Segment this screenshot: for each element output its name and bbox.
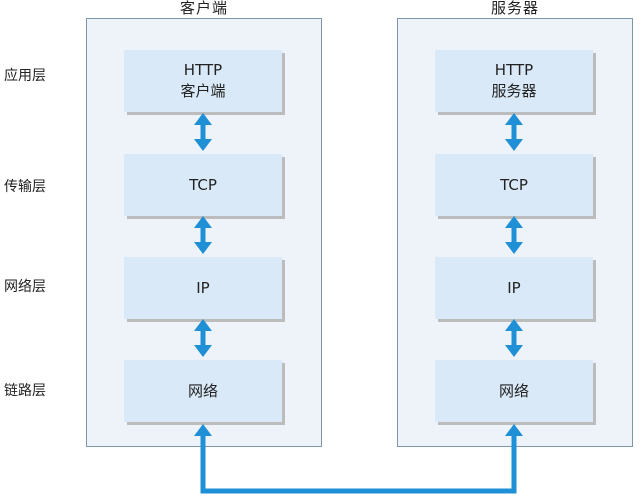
server-network-label: IP (507, 278, 521, 297)
client-application-box: HTTP 客户端 (124, 50, 282, 112)
link-connection-head-server (505, 424, 523, 436)
client-link-label: 网络 (187, 381, 218, 400)
client-application-role: 客户端 (180, 82, 226, 100)
link-connection-line (200, 434, 517, 494)
server-arrow-app-transport-head-up (505, 113, 523, 125)
client-arrow-transport-network-head-up (194, 216, 212, 228)
layer-label-transport: 传输层 (4, 179, 46, 195)
client-transport-label: TCP (189, 175, 217, 194)
server-title: 服务器 (490, 0, 539, 17)
server-transport-label: TCP (500, 175, 528, 194)
client-application-protocol: HTTP (183, 61, 223, 79)
layer-label-application: 应用层 (4, 68, 46, 84)
server-network-box: IP (435, 257, 593, 319)
link-connection-head-client (194, 424, 212, 436)
server-transport-box: TCP (435, 154, 593, 216)
client-arrow-app-transport-head-up (194, 113, 212, 125)
server-arrow-network-link-head-up (505, 319, 523, 331)
client-link-box: 网络 (124, 360, 282, 422)
server-arrow-network-link-head-down (505, 345, 523, 357)
server-application-protocol: HTTP (494, 61, 534, 79)
server-application-role: 服务器 (491, 82, 537, 100)
client-network-box: IP (124, 257, 282, 319)
layer-label-network: 网络层 (4, 279, 46, 295)
server-arrow-app-transport-head-down (505, 139, 523, 151)
client-arrow-network-link-head-up (194, 319, 212, 331)
client-arrow-transport-network-head-down (194, 242, 212, 254)
server-arrow-transport-network-head-up (505, 216, 523, 228)
layer-label-link: 链路层 (4, 383, 46, 399)
server-link-box: 网络 (435, 360, 593, 422)
server-arrow-transport-network-head-down (505, 242, 523, 254)
client-transport-box: TCP (124, 154, 282, 216)
client-arrow-network-link-head-down (194, 345, 212, 357)
server-link-label: 网络 (498, 381, 529, 400)
client-arrow-app-transport-head-down (194, 139, 212, 151)
client-title: 客户端 (179, 0, 228, 17)
server-application-box: HTTP 服务器 (435, 50, 593, 112)
client-network-label: IP (196, 278, 210, 297)
